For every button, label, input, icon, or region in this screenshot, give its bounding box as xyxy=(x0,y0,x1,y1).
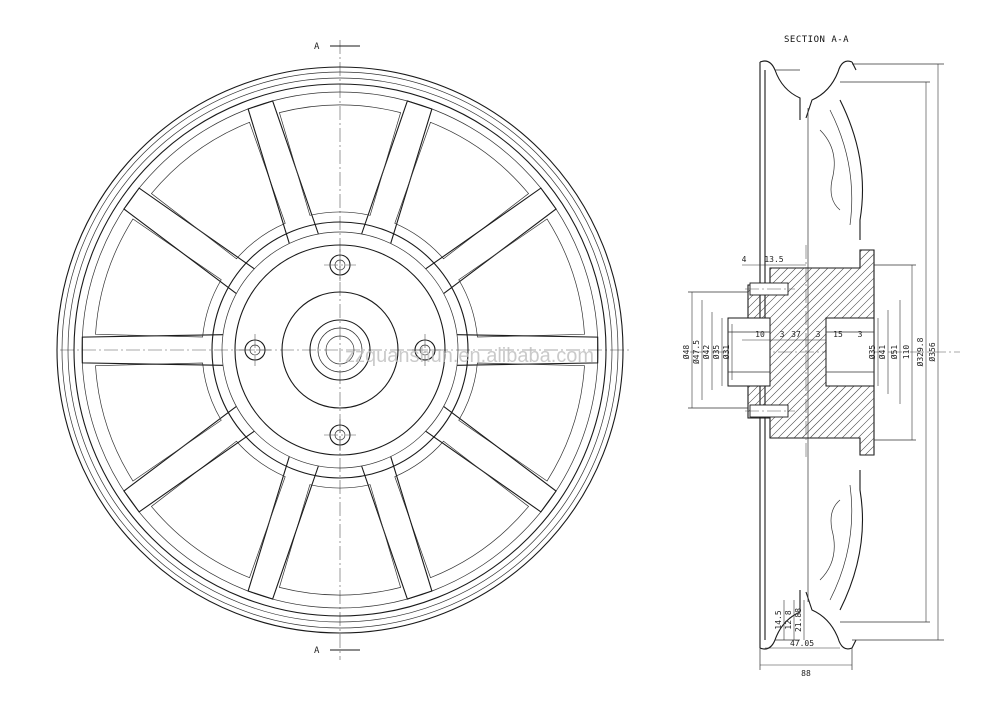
hub-dim-label: 13.5 xyxy=(764,255,783,264)
hatch-line xyxy=(748,250,874,455)
bottom-dim-label: 47.05 xyxy=(790,639,814,648)
section-mark-top: A xyxy=(314,42,320,52)
hatch-line xyxy=(811,250,874,455)
spoke-window xyxy=(278,104,402,216)
hatch-line xyxy=(835,250,874,455)
section-mark-bottom: A xyxy=(314,646,320,656)
section-view: SECTION A-A xyxy=(681,35,1000,678)
hatch-line xyxy=(932,250,1000,460)
bottom-dim-label: 14.5 xyxy=(774,610,783,629)
spoke-window xyxy=(278,484,402,596)
bottom-dim-label: 88 xyxy=(801,669,811,678)
hatch-line xyxy=(748,250,807,455)
spoke-window xyxy=(150,440,286,579)
hatch-line xyxy=(748,250,874,455)
hub-dim-label: 3 xyxy=(858,330,863,339)
spoke-window xyxy=(95,362,222,482)
left-dim-label: Ø47.5 xyxy=(691,340,701,364)
hatch-line xyxy=(827,250,874,455)
bolt-holes xyxy=(239,249,441,451)
hub-dimension-labels: 4 13.5 10 3 37 3 15 3 xyxy=(742,255,863,339)
hatch-line xyxy=(803,250,874,455)
hub-dim-label: 3 xyxy=(816,330,821,339)
hatch-line xyxy=(748,250,874,455)
hatch-line xyxy=(795,250,874,455)
hub-dim-label: 15 xyxy=(833,330,843,339)
spoke-window xyxy=(394,440,530,579)
bottom-dim-label: 12.8 xyxy=(784,610,793,629)
spoke-window xyxy=(394,121,530,260)
right-dim-label: 110 xyxy=(902,345,911,360)
watermark: zzquanshun.en.alibaba.com xyxy=(345,345,594,367)
right-dim-label: Ø51 xyxy=(889,345,899,360)
spoke-window xyxy=(95,218,222,338)
spoke xyxy=(361,100,433,244)
spokes xyxy=(81,100,599,600)
spoke xyxy=(361,456,433,600)
hub-dim-label: 4 xyxy=(742,255,747,264)
hatch-line xyxy=(748,250,839,455)
hatch-line xyxy=(748,250,874,455)
left-dim-label: Ø31 xyxy=(721,345,731,360)
left-dim-label: Ø48 xyxy=(681,345,691,360)
left-dim-label: Ø42 xyxy=(701,345,711,360)
right-dim-label: Ø35 xyxy=(867,345,877,360)
left-dim-label: Ø35 xyxy=(711,345,721,360)
bottom-dim-label: 21.88 xyxy=(794,608,803,632)
front-view: A A xyxy=(56,40,630,660)
spoke xyxy=(247,456,319,600)
right-dim-label: Ø329.8 xyxy=(915,337,925,366)
hatch-line xyxy=(748,250,874,455)
right-dim-label: Ø356 xyxy=(927,342,937,361)
spoke-window xyxy=(458,362,585,482)
hatch-line xyxy=(900,250,1000,460)
hatch-line xyxy=(779,250,874,455)
section-title: SECTION A-A xyxy=(784,35,849,45)
hatch-line xyxy=(748,250,874,455)
hub-dim-label: 10 xyxy=(755,330,765,339)
spoke-window xyxy=(458,218,585,338)
hatch-line xyxy=(748,250,847,455)
hatch-line xyxy=(819,250,874,455)
hatch-line xyxy=(787,250,874,455)
right-dim-label: Ø41 xyxy=(877,345,887,360)
hub-dim-label: 3 xyxy=(780,330,785,339)
spoke xyxy=(247,100,319,244)
hatch-line xyxy=(748,250,831,455)
spoke-window xyxy=(150,121,286,260)
hub-dim-label: 37 xyxy=(791,330,801,339)
hatch-line xyxy=(771,250,874,455)
